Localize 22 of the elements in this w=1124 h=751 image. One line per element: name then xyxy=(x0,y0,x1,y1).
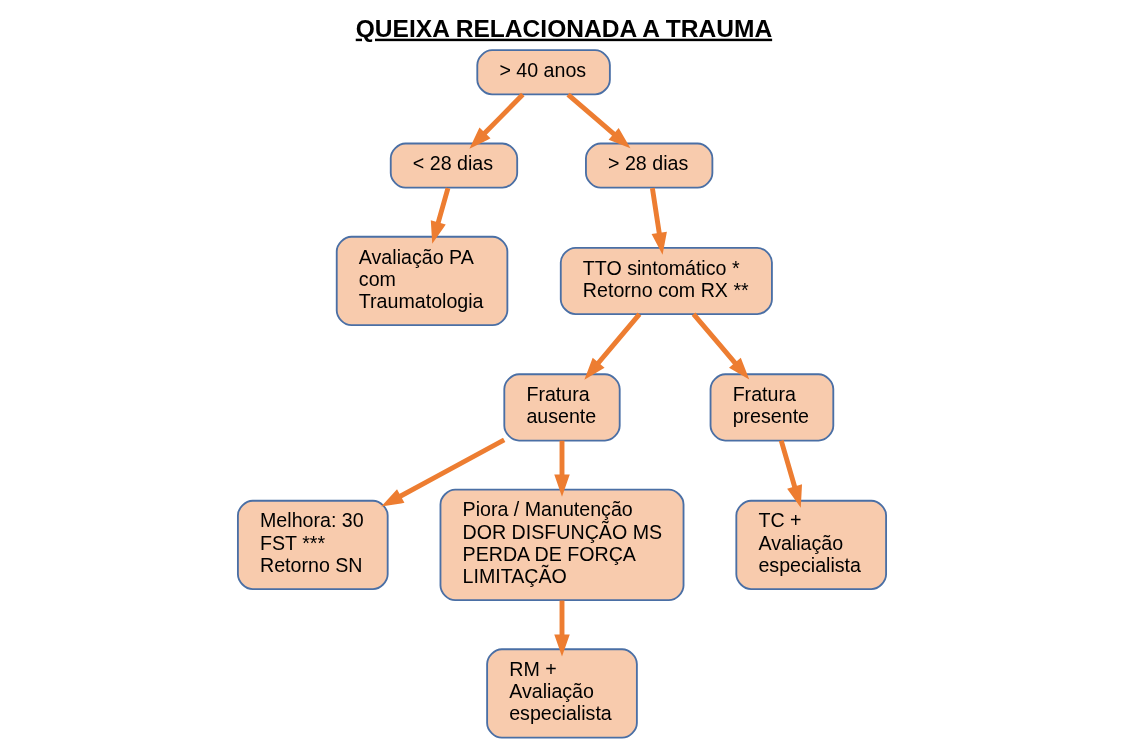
node-box: TC + Avaliação especialista xyxy=(735,499,887,590)
arrow xyxy=(554,440,570,497)
arrow xyxy=(381,437,506,507)
node-box: TTO sintomático * Retorno com RX ** xyxy=(559,246,773,316)
diagram-title: QUEIXA RELACIONADA A TRAUMA xyxy=(355,14,773,42)
node-box: Avaliação PA com Traumatologia xyxy=(335,235,509,327)
node-box: Fratura presente xyxy=(709,373,835,442)
node-box: Piora / Manutenção DOR DISFUNÇÃO MS PERDA DE FORÇA LIMITAÇÃO xyxy=(439,488,685,602)
node-box: > 28 dias xyxy=(585,142,714,189)
arrow xyxy=(566,92,631,149)
arrow xyxy=(584,312,642,380)
node-box: Fratura ausente xyxy=(503,373,621,442)
arrow xyxy=(469,92,525,149)
node-box: Melhora: 30 FST *** Retorno SN xyxy=(237,499,389,590)
arrow xyxy=(649,187,667,255)
node-box: > 40 anos xyxy=(476,49,611,96)
arrow xyxy=(430,187,451,244)
arrow xyxy=(691,312,750,380)
arrow xyxy=(778,439,802,508)
node-box: RM + Avaliação especialista xyxy=(486,648,638,739)
node-box: < 28 dias xyxy=(389,142,519,189)
arrow xyxy=(554,600,570,657)
